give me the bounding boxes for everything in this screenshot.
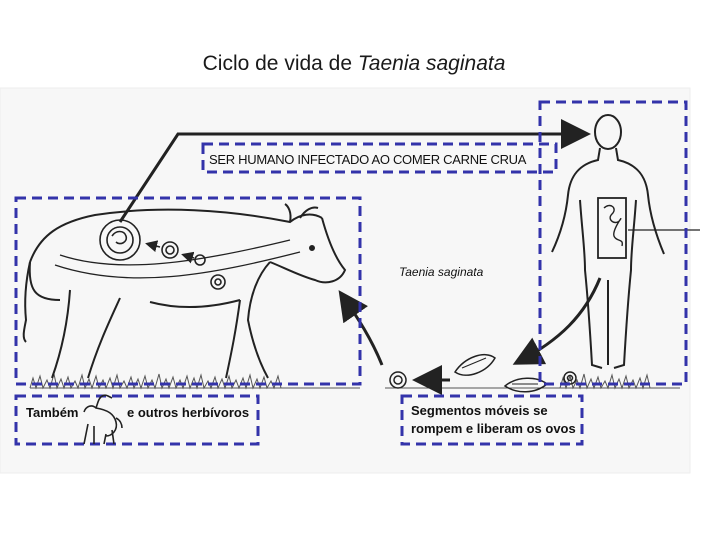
segments-label-line2: rompem e liberam os ovos [411,421,576,436]
cow-internal-arrows [145,240,195,264]
herbivore-drawing [83,394,123,445]
arrow-cow-to-human [118,119,591,223]
dashed-boxes [14,100,688,446]
worm-name-label: Taenia saginata [399,265,484,279]
diagram-title: Ciclo de vida de Taenia saginata [0,52,708,76]
box-segments [400,394,584,446]
box-other-hosts [14,394,260,446]
arrow-human-to-ground [512,277,602,365]
box-human [538,100,688,386]
cycle-arrows [118,119,602,395]
box-cow [14,196,362,386]
human-infection-label: SER HUMANO INFECTADO AO COMER CARNE CRUA [209,152,527,167]
drawing-panel [0,88,690,473]
human-drawing [551,114,665,369]
cow-drawing [22,203,347,379]
other-hosts-prefix: Também [26,405,79,420]
arrow-egg-to-cow [338,290,384,366]
title-prefix: Ciclo de vida de [202,52,358,75]
segments-label-line1: Segmentos móveis se [411,403,548,418]
box-human-infection [201,142,558,174]
title-species: Taenia saginata [357,52,506,75]
other-hosts-suffix: e outros herbívoros [127,405,250,420]
